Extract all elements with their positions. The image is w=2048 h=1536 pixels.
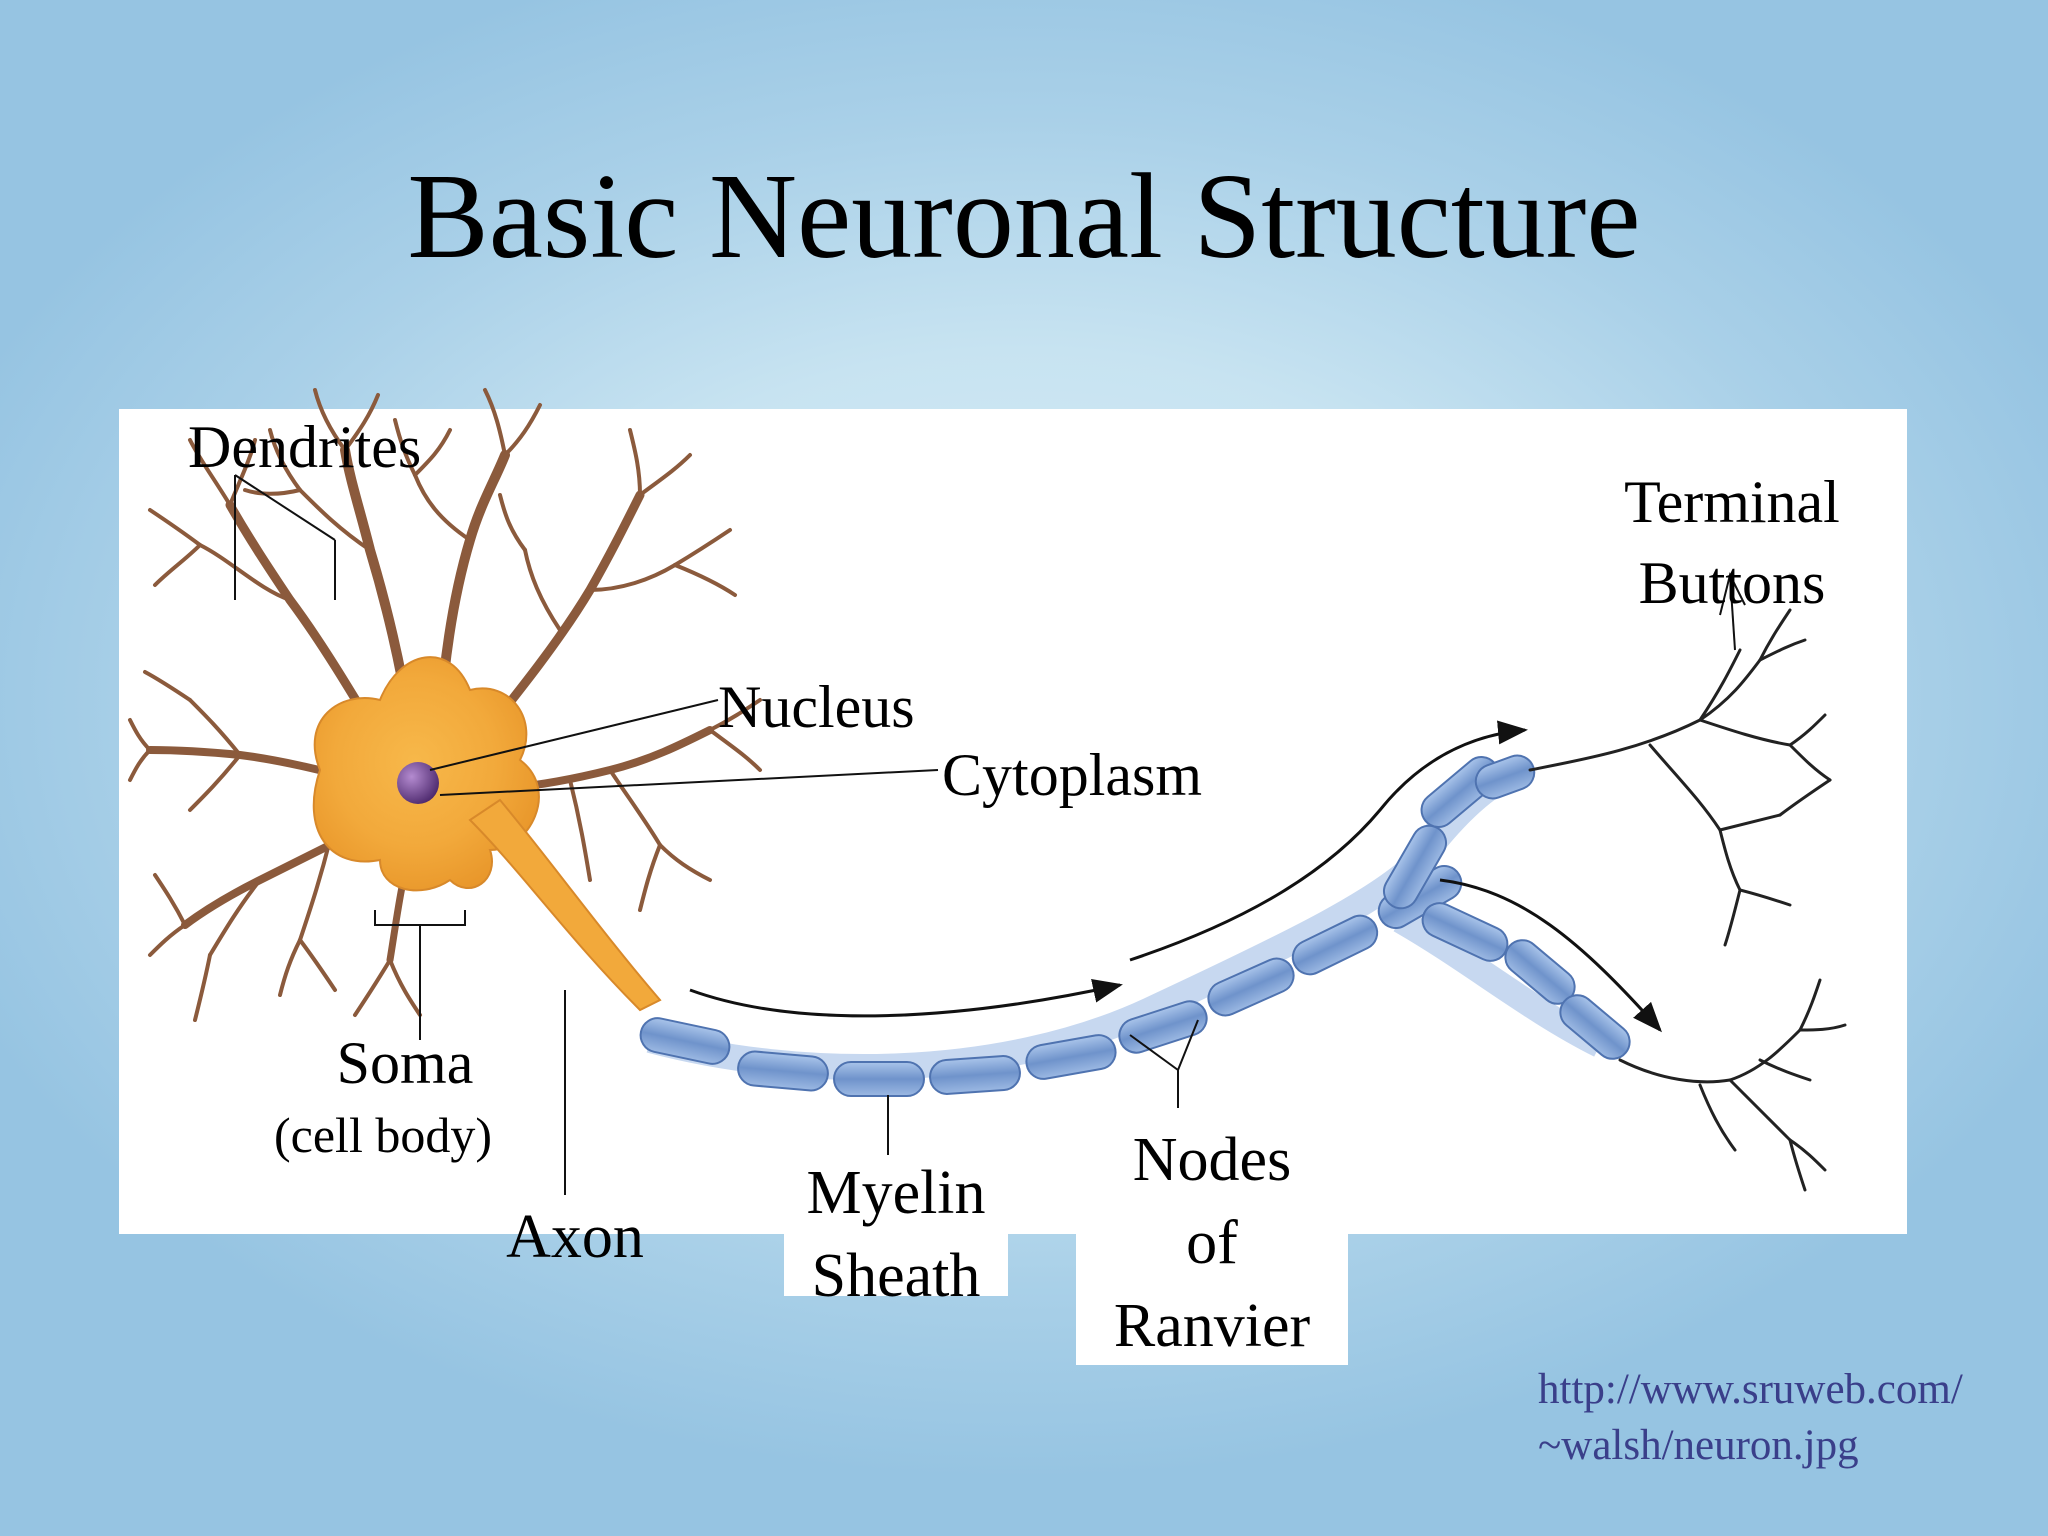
label-cytoplasm: Cytoplasm xyxy=(942,742,1202,808)
source-link[interactable]: http://www.sruweb.com/ ~walsh/neuron.jpg xyxy=(1538,1362,1963,1474)
label-myelin-line2: Sheath xyxy=(812,1242,981,1310)
terminal-branches xyxy=(1528,608,1847,1192)
label-nucleus: Nucleus xyxy=(718,674,915,740)
flow-arrow-2 xyxy=(1129,720,1528,962)
label-myelin-line1: Myelin xyxy=(806,1159,985,1227)
slide-title: Basic Neuronal Structure xyxy=(407,149,1641,284)
label-soma: Soma xyxy=(337,1030,474,1096)
label-nodes-line2: of xyxy=(1186,1209,1238,1277)
myelin-label-box xyxy=(784,1160,1008,1296)
label-nodes-line1: Nodes xyxy=(1133,1126,1291,1194)
label-nodes-line3: Ranvier xyxy=(1114,1292,1311,1360)
source-link-line2[interactable]: ~walsh/neuron.jpg xyxy=(1538,1422,1859,1469)
myelin-segments xyxy=(639,754,1631,1097)
source-link-line1[interactable]: http://www.sruweb.com/ xyxy=(1538,1366,1963,1413)
nodes-label-box xyxy=(1076,1120,1348,1365)
flow-arrow-1 xyxy=(689,979,1123,1018)
label-terminal-line2: Buttons xyxy=(1639,550,1826,616)
label-dendrites: Dendrites xyxy=(188,414,421,480)
axon-hillock xyxy=(468,798,662,1012)
label-cell-body: (cell body) xyxy=(274,1107,492,1163)
flow-arrow-3 xyxy=(1439,878,1662,1033)
label-terminal-line1: Terminal xyxy=(1624,469,1840,535)
label-axon: Axon xyxy=(506,1203,644,1271)
leader-lines xyxy=(234,474,1746,1195)
nucleus-shape xyxy=(397,762,439,804)
